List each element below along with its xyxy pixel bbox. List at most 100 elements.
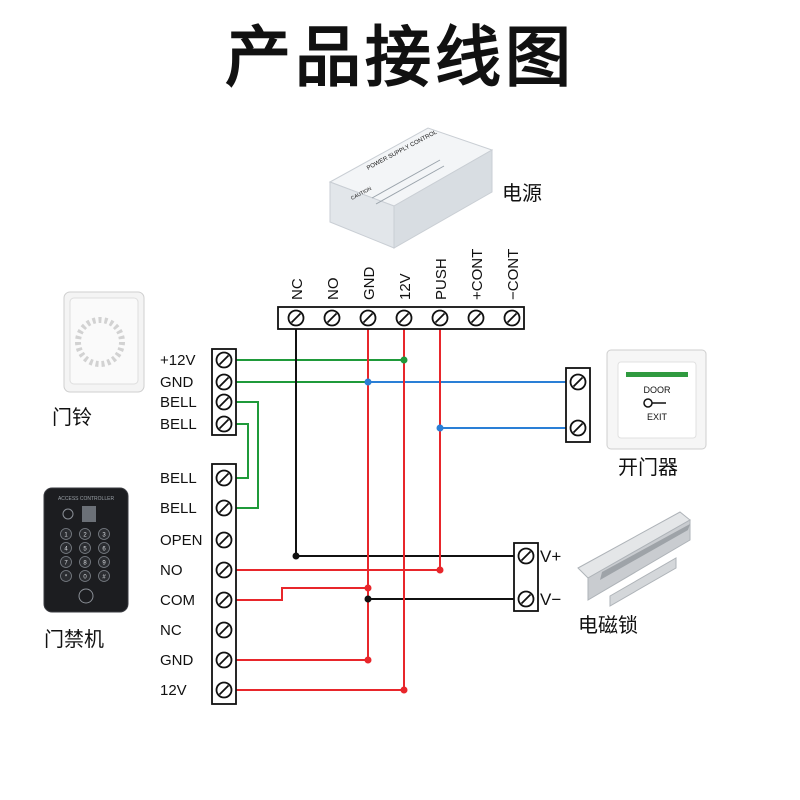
- power-terminal-screw: [431, 309, 449, 327]
- caption-door-bell: 门铃: [52, 405, 92, 429]
- terminal-labels: NC NO GND 12V PUSH +CONT −CONT +12V GND BELL BELL B…: [160, 249, 561, 699]
- exit-terminal-screw: [569, 419, 587, 437]
- bell-terminal-screw: [215, 351, 233, 369]
- keypad-key: [79, 528, 91, 540]
- controller-terminal-label: GND: [160, 652, 194, 669]
- controller-terminal-label: BELL: [160, 500, 197, 517]
- junction-dots: [292, 356, 444, 694]
- junction-dot: [400, 356, 408, 364]
- junction-dot: [292, 552, 300, 560]
- keypad-key: [98, 556, 110, 568]
- power-terminal-screw: [467, 309, 485, 327]
- junction-dot: [364, 595, 372, 603]
- wire-nc-vplus: [295, 318, 526, 557]
- controller-terminal-screw: [215, 499, 233, 517]
- access-controller-image: ACCESS CONTROLLER 1 2 3 4 5 6 7 8 9 * 0 #: [43, 487, 129, 613]
- junction-dot: [436, 566, 444, 574]
- keypad-header: ACCESS CONTROLLER: [58, 496, 115, 502]
- exit-door-text: DOOR: [644, 385, 672, 395]
- exit-exit-text: EXIT: [647, 412, 668, 422]
- keypad-key-label: #: [102, 575, 106, 581]
- power-terminal-label: +CONT: [469, 249, 486, 300]
- diagram-title: 产品接线图: [225, 19, 575, 96]
- keypad-key: [60, 542, 72, 554]
- controller-terminal-screw: [215, 651, 233, 669]
- keypad-key: [79, 542, 91, 554]
- exit-terminal-screw: [569, 373, 587, 391]
- controller-terminal-screw: [215, 469, 233, 487]
- bell-terminal-label: BELL: [160, 394, 197, 411]
- controller-terminal-label: 12V: [160, 682, 187, 699]
- keypad-key: [60, 570, 72, 582]
- junction-dot: [400, 686, 408, 694]
- controller-terminal-screw: [215, 591, 233, 609]
- lock-terminal-screw: [517, 590, 535, 608]
- power-terminal-label: NO: [325, 278, 342, 301]
- wires: [226, 318, 578, 691]
- keypad-key: [98, 528, 110, 540]
- bell-terminal-label: +12V: [160, 352, 195, 369]
- power-terminal-screw: [359, 309, 377, 327]
- keypad-key-label: 1: [64, 533, 68, 539]
- caption-access-controller: 门禁机: [44, 627, 104, 651]
- junction-dot: [364, 584, 372, 592]
- keypad-key-label: 7: [64, 561, 68, 567]
- controller-terminal-screw: [215, 621, 233, 639]
- caption-magnetic-lock: 电磁锁: [578, 613, 638, 637]
- power-supply-image: POWER SUPPLY CONTROL CAUTION: [328, 127, 494, 249]
- terminal-blocks: [211, 306, 591, 705]
- caption-exit-button: 开门器: [618, 455, 678, 479]
- junction-dot: [364, 378, 372, 386]
- keypad-key-label: 3: [102, 533, 106, 539]
- keypad-key-label: 4: [64, 547, 68, 553]
- keypad-key-label: 5: [83, 547, 87, 553]
- bell-terminal-label: BELL: [160, 416, 197, 433]
- bell-terminal-screw: [215, 393, 233, 411]
- keypad-key: [98, 570, 110, 582]
- keypad-key: [98, 542, 110, 554]
- bell-terminal-screw: [215, 415, 233, 433]
- keypad-key-label: *: [65, 575, 68, 581]
- power-terminal-label: PUSH: [433, 258, 450, 300]
- power-terminal-label: GND: [361, 267, 378, 301]
- keypad-key: [60, 528, 72, 540]
- controller-terminal-label: NO: [160, 562, 183, 579]
- lock-terminal-label: V−: [540, 590, 561, 609]
- lock-terminal-screw: [517, 547, 535, 565]
- power-terminal-label: 12V: [397, 273, 414, 300]
- keypad-key-label: 8: [83, 561, 87, 567]
- keypad-key: [60, 556, 72, 568]
- controller-terminal-label: COM: [160, 592, 195, 609]
- power-terminal-label: NC: [289, 278, 306, 300]
- lock-terminal-label: V+: [540, 547, 561, 566]
- keypad-key-label: 9: [102, 561, 106, 567]
- caption-power-supply: 电源: [502, 181, 542, 205]
- controller-terminal-label: OPEN: [160, 532, 203, 549]
- bell-terminal-screw: [215, 373, 233, 391]
- wire-bell-bell-2: [226, 423, 249, 479]
- wire-bell-bell-1: [226, 401, 259, 509]
- keypad-key: [79, 556, 91, 568]
- controller-terminal-label: NC: [160, 622, 182, 639]
- junction-dot: [436, 424, 444, 432]
- power-terminal-screw: [503, 309, 521, 327]
- keypad-key-label: 0: [83, 575, 87, 581]
- exit-button-image: DOOR EXIT: [606, 349, 707, 450]
- junction-dot: [364, 656, 372, 664]
- power-terminal-label: −CONT: [505, 249, 522, 300]
- bell-terminal-label: GND: [160, 374, 194, 391]
- controller-terminal-screw: [215, 531, 233, 549]
- keypad-key-label: 2: [83, 533, 87, 539]
- keypad-key: [79, 570, 91, 582]
- controller-terminal-label: BELL: [160, 470, 197, 487]
- power-terminal-screw: [287, 309, 305, 327]
- power-terminal-screw: [395, 309, 413, 327]
- magnetic-lock-image: [577, 511, 691, 607]
- controller-terminal-screw: [215, 561, 233, 579]
- wire-ctrl-com: [226, 587, 368, 601]
- controller-terminal-screw: [215, 681, 233, 699]
- power-terminal-screw: [323, 309, 341, 327]
- keypad-key-label: 6: [102, 547, 106, 553]
- door-bell-image: [63, 291, 145, 393]
